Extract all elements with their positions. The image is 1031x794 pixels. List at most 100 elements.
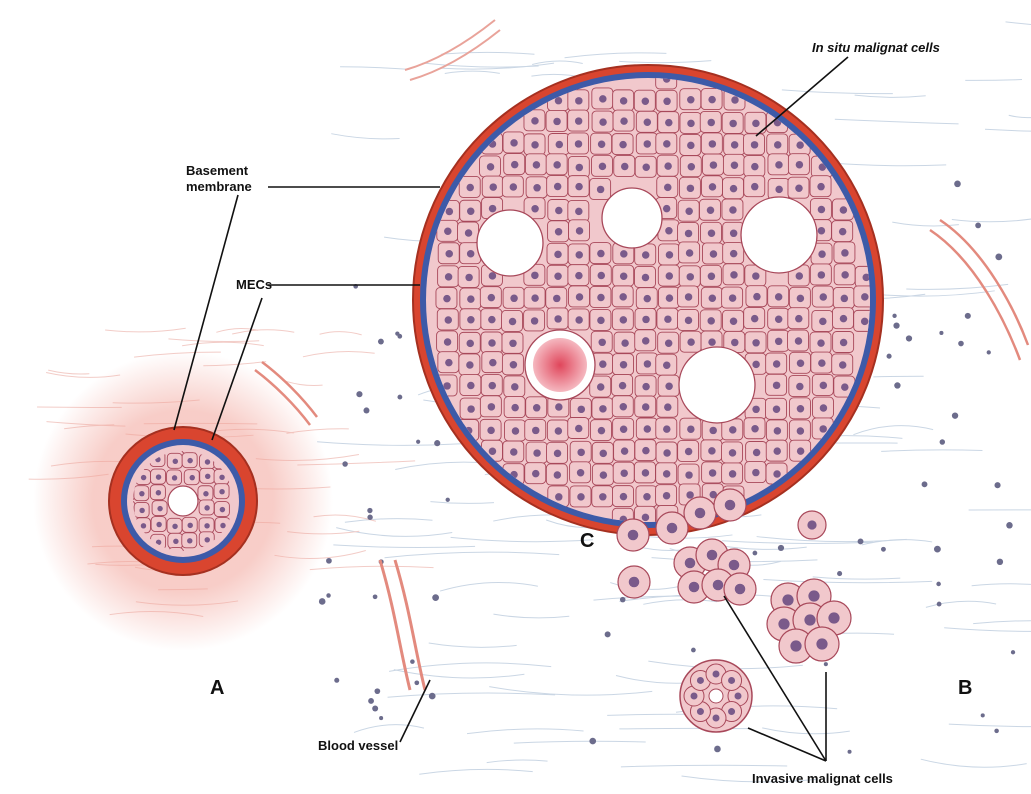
cell-nucleus bbox=[553, 161, 560, 168]
cell-nucleus bbox=[597, 294, 604, 301]
cell-nucleus bbox=[642, 514, 649, 521]
cell-nucleus bbox=[709, 183, 716, 190]
cell-nucleus bbox=[555, 493, 562, 500]
cell-nucleus bbox=[729, 449, 736, 456]
cell-nucleus bbox=[532, 427, 539, 434]
cell-nucleus bbox=[487, 427, 494, 434]
stroma-cell bbox=[858, 539, 864, 545]
cell-nucleus bbox=[642, 383, 649, 390]
cell-nucleus bbox=[554, 251, 561, 258]
stroma-cell bbox=[620, 597, 626, 603]
stroma-fiber bbox=[394, 670, 525, 678]
cell-nucleus bbox=[663, 98, 670, 105]
cell-nucleus bbox=[204, 523, 209, 528]
cell-nucleus bbox=[173, 539, 178, 544]
cell-nucleus bbox=[190, 475, 195, 480]
stroma-cell bbox=[429, 693, 436, 700]
invasive-cluster-2 bbox=[767, 579, 851, 663]
invasive-nucleus bbox=[782, 594, 793, 605]
cell-nucleus bbox=[642, 251, 649, 258]
cell-nucleus bbox=[685, 317, 692, 324]
invasive-nucleus bbox=[667, 523, 678, 534]
stroma-fiber bbox=[441, 52, 534, 54]
cell-nucleus bbox=[729, 206, 736, 213]
cell-nucleus bbox=[511, 404, 518, 411]
cell-nucleus bbox=[489, 205, 496, 212]
cell-nucleus bbox=[554, 450, 561, 457]
cell-nucleus bbox=[443, 382, 450, 389]
cell-nucleus bbox=[685, 471, 692, 478]
stroma-cell bbox=[378, 339, 384, 345]
cell-nucleus bbox=[575, 316, 582, 323]
cell-nucleus bbox=[642, 447, 649, 454]
cell-nucleus bbox=[203, 491, 208, 496]
cell-nucleus bbox=[796, 141, 803, 148]
stroma-fiber bbox=[621, 765, 787, 767]
cell-nucleus bbox=[775, 161, 782, 168]
rosette-nucleus bbox=[735, 693, 742, 700]
cell-nucleus bbox=[205, 474, 210, 479]
cell-nucleus bbox=[820, 404, 827, 411]
stroma-cell bbox=[995, 253, 1002, 260]
cell-nucleus bbox=[531, 205, 538, 212]
cell-nucleus bbox=[531, 141, 538, 148]
cell-nucleus bbox=[599, 360, 606, 367]
cell-nucleus bbox=[576, 164, 583, 171]
cell-nucleus bbox=[467, 208, 474, 215]
stroma-cell bbox=[848, 750, 852, 754]
cell-nucleus bbox=[531, 294, 538, 301]
stroma-fiber bbox=[385, 552, 560, 558]
cell-nucleus bbox=[490, 183, 497, 190]
stroma-cell bbox=[922, 481, 928, 487]
invasive-nucleus bbox=[689, 582, 700, 593]
cell-nucleus bbox=[488, 339, 495, 346]
stroma-fiber bbox=[467, 729, 583, 734]
stroma-fiber bbox=[331, 134, 399, 139]
cell-nucleus bbox=[533, 184, 540, 191]
cell-nucleus bbox=[795, 315, 802, 322]
rosette-nucleus bbox=[691, 693, 698, 700]
cell-nucleus bbox=[666, 294, 673, 301]
stroma-fiber bbox=[565, 53, 667, 58]
cell-nucleus bbox=[840, 206, 847, 213]
stroma-cell bbox=[367, 515, 372, 520]
cell-nucleus bbox=[861, 293, 868, 300]
cell-nucleus bbox=[730, 185, 737, 192]
cell-nucleus bbox=[577, 493, 584, 500]
cell-nucleus bbox=[840, 339, 847, 346]
cell-nucleus bbox=[598, 427, 605, 434]
cell-nucleus bbox=[817, 339, 824, 346]
stroma-fiber bbox=[105, 328, 186, 332]
stroma-fiber bbox=[532, 61, 583, 64]
cell-nucleus bbox=[220, 507, 225, 512]
cell-nucleus bbox=[576, 227, 583, 234]
cell-nucleus bbox=[465, 229, 472, 236]
cell-nucleus bbox=[533, 449, 540, 456]
panel-label-b: B bbox=[958, 677, 972, 700]
stroma-fiber bbox=[388, 693, 556, 697]
cell-nucleus bbox=[598, 140, 605, 147]
cell-nucleus bbox=[510, 139, 517, 146]
cell-nucleus bbox=[620, 469, 627, 476]
stroma-cell bbox=[326, 558, 332, 564]
stroma-fiber bbox=[973, 621, 1031, 624]
cell-nucleus bbox=[139, 491, 144, 496]
rosette-nucleus bbox=[697, 708, 704, 715]
stroma-cell bbox=[940, 439, 945, 444]
rosette-nucleus bbox=[713, 715, 720, 722]
stroma-cell bbox=[342, 461, 347, 466]
cell-nucleus bbox=[731, 141, 738, 148]
cell-nucleus bbox=[818, 359, 825, 366]
stroma-cell bbox=[995, 482, 1001, 488]
cell-nucleus bbox=[819, 425, 826, 432]
rosette-lumen bbox=[709, 689, 723, 703]
stroma-cell bbox=[965, 313, 971, 319]
cell-nucleus bbox=[220, 523, 225, 528]
cell-nucleus bbox=[554, 315, 561, 322]
cell-nucleus bbox=[488, 403, 495, 410]
invasive-nucleus bbox=[629, 577, 640, 588]
cell-nucleus bbox=[774, 427, 781, 434]
stroma-fiber bbox=[1009, 113, 1031, 118]
cell-nucleus bbox=[687, 142, 694, 149]
